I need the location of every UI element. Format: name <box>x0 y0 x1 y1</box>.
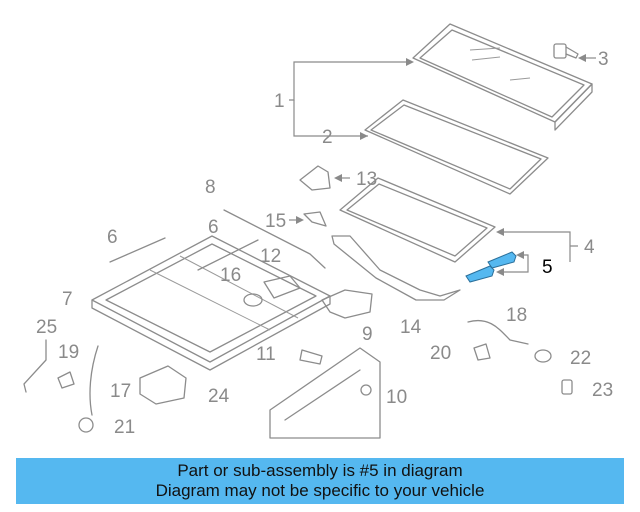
callout-17: 17 <box>110 381 131 402</box>
callout-16: 16 <box>220 265 241 286</box>
grommet-part-22 <box>534 349 552 363</box>
callout-7: 7 <box>62 289 73 310</box>
callout-10: 10 <box>386 387 407 408</box>
callout-24: 24 <box>208 386 230 407</box>
seal-part-14 <box>331 235 461 301</box>
leader-lines <box>289 54 596 276</box>
callout-8: 8 <box>205 177 216 198</box>
cable-part-8 <box>223 209 326 269</box>
callout-3: 3 <box>598 49 609 70</box>
callout-15: 15 <box>265 211 286 232</box>
bracket-part-12 <box>263 275 301 299</box>
clip-part-15 <box>303 211 327 227</box>
banner-line-2: Diagram may not be specific to your vehi… <box>155 481 485 500</box>
glass-panel-part <box>412 23 593 131</box>
callout-19: 19 <box>58 342 79 363</box>
sunshade-part <box>339 177 496 263</box>
callout-4: 4 <box>584 237 595 258</box>
callouts: 1 2 3 4 5 6 6 7 8 9 10 11 12 13 14 15 16… <box>36 49 613 438</box>
callout-11: 11 <box>256 344 276 365</box>
rail-part-6 <box>109 237 259 271</box>
motor-part-24 <box>139 365 187 405</box>
plug-part-23 <box>561 379 573 395</box>
bolt-part-3 <box>553 43 579 59</box>
info-banner: Part or sub-assembly is #5 in diagram Di… <box>16 458 624 504</box>
callout-23: 23 <box>592 380 613 401</box>
callout-1: 1 <box>274 91 285 112</box>
callout-21: 21 <box>114 417 135 438</box>
inset-part-10 <box>269 347 381 439</box>
callout-18: 18 <box>506 305 527 326</box>
callout-5: 5 <box>542 257 553 278</box>
callout-20: 20 <box>430 343 451 364</box>
callout-6a: 6 <box>107 227 118 248</box>
clip-part-16 <box>243 293 263 307</box>
banner-line-1: Part or sub-assembly is #5 in diagram <box>177 461 463 480</box>
callout-6b: 6 <box>208 217 219 238</box>
bolt-part-11 <box>299 349 323 365</box>
clip-part-20 <box>473 343 491 361</box>
weatherstrip-part <box>364 99 549 195</box>
grommet-part-21 <box>78 417 94 433</box>
clip-part-19 <box>57 371 75 389</box>
callout-12: 12 <box>260 246 281 267</box>
callout-14: 14 <box>400 317 422 338</box>
frame-part <box>91 235 331 371</box>
guide-part-5 <box>465 251 517 283</box>
parts-diagram: 1 2 3 4 5 6 6 7 8 9 10 11 12 13 14 15 16… <box>23 23 613 439</box>
hose-part-17 <box>89 345 99 416</box>
bracket-part-13 <box>299 165 331 191</box>
callout-2: 2 <box>322 127 333 148</box>
callout-13: 13 <box>356 169 377 190</box>
hose-part-25 <box>23 339 47 393</box>
hose-part-18 <box>467 319 529 345</box>
callout-22: 22 <box>570 348 591 369</box>
bracket-part-9 <box>321 289 373 319</box>
callout-9: 9 <box>362 324 373 345</box>
callout-25: 25 <box>36 317 57 338</box>
